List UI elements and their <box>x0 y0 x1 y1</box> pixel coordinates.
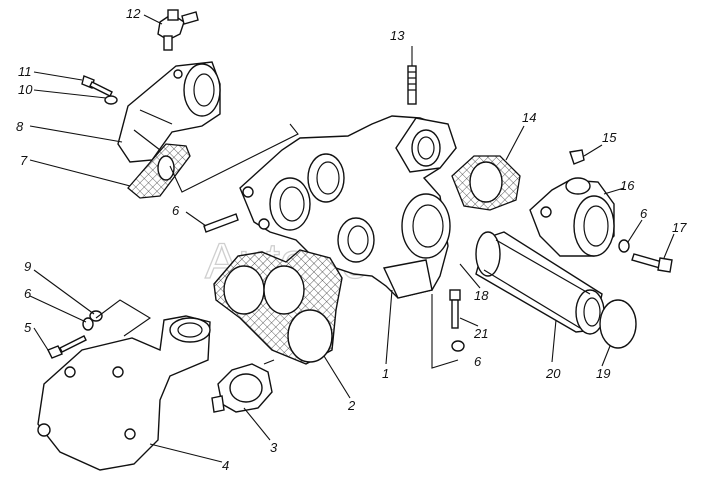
callout-8: 6 <box>172 203 180 218</box>
part-20-hose <box>475 231 605 335</box>
callout-14: 13 <box>390 28 405 43</box>
callout-6-right: 6 <box>640 206 648 221</box>
part-12-bolt <box>81 75 113 97</box>
callout-21: 21 <box>473 326 488 341</box>
callout-6-left: 6 <box>24 286 32 301</box>
callout-19-mid: 18 <box>474 288 489 303</box>
part-5-bolt <box>47 335 87 359</box>
callout-16: 15 <box>602 130 617 145</box>
callout-17: 16 <box>620 178 635 193</box>
part-13-drain-cock <box>157 9 199 51</box>
callout-7: 9 <box>24 259 31 274</box>
part-1-main-housing <box>239 115 457 299</box>
part-18-bolt <box>631 253 673 273</box>
leader-bracket-21 <box>431 294 459 369</box>
part-9-gasket <box>127 143 191 199</box>
callout-15: 14 <box>522 110 536 125</box>
part-6-washer-right <box>618 239 630 253</box>
callout-12: 11 <box>18 64 32 79</box>
part-4-lower-housing <box>37 315 211 471</box>
part-6-washer-lower <box>451 340 465 352</box>
callout-labels: 12 11 10 8 7 6 13 14 15 16 6 17 18 21 6 … <box>16 6 687 473</box>
callout-5: 5 <box>24 320 32 335</box>
leader-bracket-5 <box>95 299 152 337</box>
callout-2: 2 <box>347 398 356 413</box>
callout-6-lower: 6 <box>474 354 482 369</box>
callout-19-right: 19 <box>596 366 610 381</box>
part-21-bolt <box>449 289 461 329</box>
part-10-outlet-elbow <box>117 61 221 163</box>
leader-lines <box>29 14 675 463</box>
part-11-washer <box>104 95 118 105</box>
part-15-gasket <box>451 155 521 211</box>
callout-10: 8 <box>16 119 24 134</box>
callout-18: 17 <box>672 220 687 235</box>
part-17-outlet-neck <box>529 177 615 257</box>
part-2-gasket <box>213 249 343 365</box>
callout-20: 20 <box>545 366 561 381</box>
part-3-thermostat <box>211 359 275 413</box>
callout-13: 12 <box>126 6 141 21</box>
part-8-stud <box>203 213 239 233</box>
callout-11: 10 <box>18 82 33 97</box>
part-16-plug <box>569 149 585 165</box>
part-19-ring <box>599 299 637 349</box>
callout-3: 3 <box>270 440 278 455</box>
callout-1: 1 <box>382 366 389 381</box>
part-14-stud <box>407 65 417 105</box>
leader-bracket-9 <box>169 123 299 193</box>
callout-4: 4 <box>222 458 229 473</box>
part-6-washer-left <box>82 317 94 331</box>
callout-9: 7 <box>20 153 28 168</box>
